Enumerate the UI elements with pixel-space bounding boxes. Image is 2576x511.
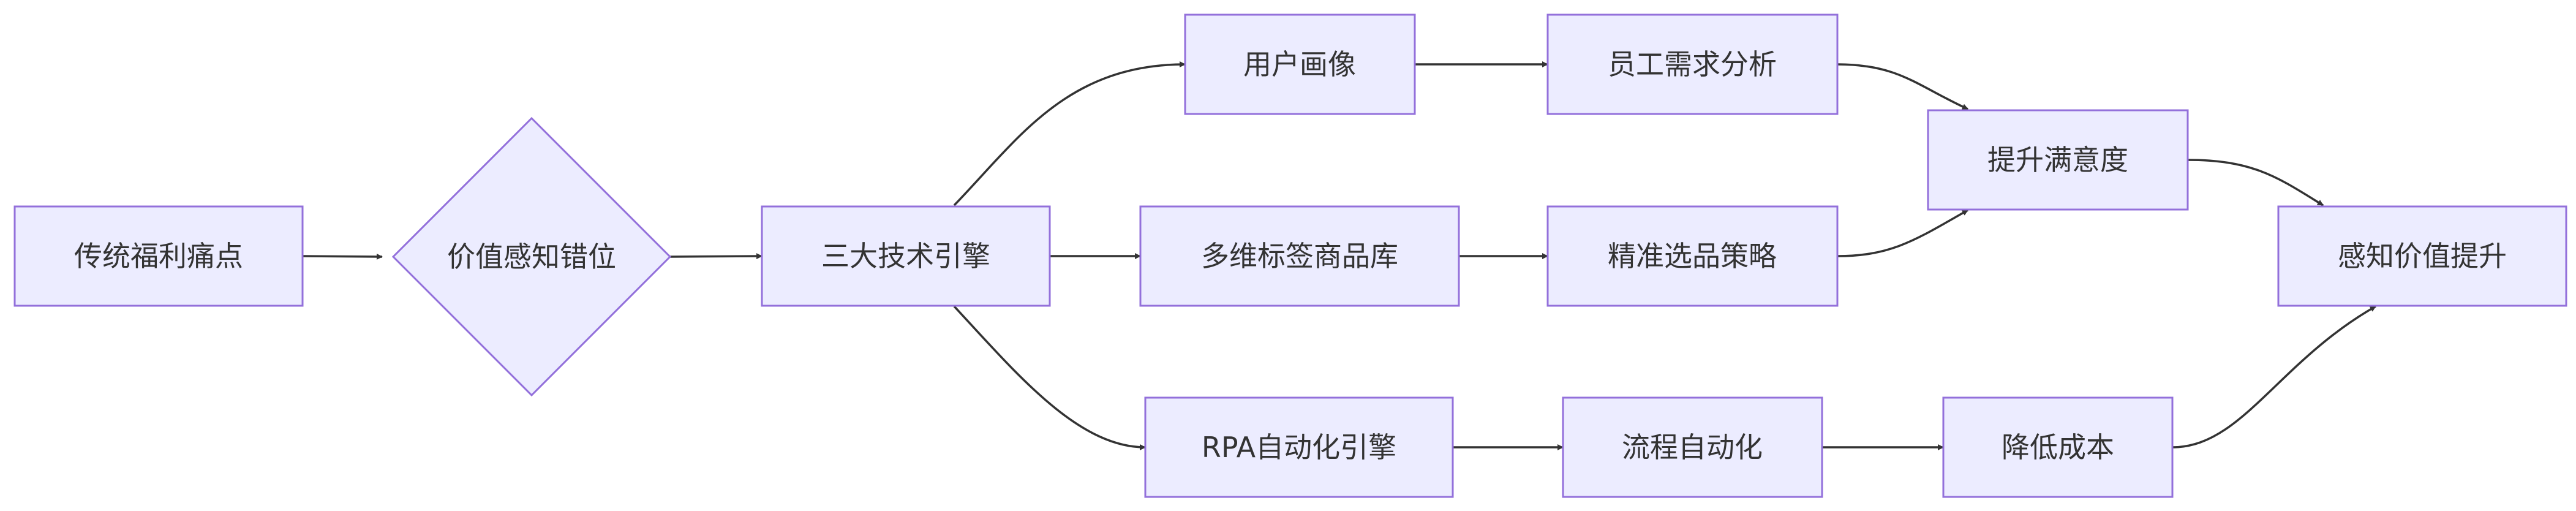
node-precise-selection-label: 精准选品策略: [1608, 240, 1777, 273]
edge-value-misalignment-to-three-engines: [669, 253, 763, 260]
node-rpa-engine[interactable]: RPA自动化引擎: [1144, 396, 1454, 498]
edge-cost-down-to-perceived-value-up: [2172, 305, 2376, 449]
node-satisfaction-up[interactable]: 提升满意度: [1927, 109, 2189, 211]
node-precise-selection[interactable]: 精准选品策略: [1546, 205, 1839, 307]
edge-needs-analysis-to-satisfaction-up: [1837, 63, 1968, 110]
node-pain-points[interactable]: 传统福利痛点: [13, 205, 304, 307]
edge-pain-points-to-value-misalignment: [302, 253, 383, 260]
node-three-engines-label: 三大技术引擎: [821, 240, 990, 273]
node-rpa-engine-box: [1144, 396, 1454, 498]
node-three-engines[interactable]: 三大技术引擎: [761, 205, 1051, 307]
node-three-engines-box: [761, 205, 1051, 307]
node-value-misalignment-diamond: [391, 116, 672, 397]
node-tag-catalog-box: [1139, 205, 1460, 307]
node-value-misalignment-label: 价值感知错位: [447, 240, 616, 273]
node-tag-catalog-label: 多维标签商品库: [1201, 240, 1398, 273]
edge-precise-selection-to-satisfaction-up: [1837, 209, 1968, 257]
node-needs-analysis-box: [1546, 13, 1839, 115]
node-perceived-value-up-label: 感知价值提升: [2338, 240, 2507, 273]
node-user-profile-label: 用户画像: [1243, 48, 1356, 81]
edge-satisfaction-up-to-perceived-value-up: [2187, 159, 2324, 206]
node-satisfaction-up-box: [1927, 109, 2189, 211]
node-needs-analysis-label: 员工需求分析: [1608, 48, 1777, 81]
node-cost-down[interactable]: 降低成本: [1942, 396, 2174, 498]
node-perceived-value-up[interactable]: 感知价值提升: [2277, 205, 2567, 307]
node-process-automation-label: 流程自动化: [1622, 431, 1763, 464]
edge-three-engines-to-user-profile: [953, 61, 1186, 206]
node-value-misalignment[interactable]: 价值感知错位: [391, 116, 672, 397]
node-user-profile[interactable]: 用户画像: [1184, 13, 1416, 115]
node-tag-catalog[interactable]: 多维标签商品库: [1139, 205, 1460, 307]
node-user-profile-box: [1184, 13, 1416, 115]
node-process-automation-box: [1562, 396, 1823, 498]
node-precise-selection-box: [1546, 205, 1839, 307]
node-pain-points-label: 传统福利痛点: [74, 240, 243, 273]
node-satisfaction-up-label: 提升满意度: [1987, 143, 2128, 176]
node-pain-points-box: [13, 205, 304, 307]
node-rpa-engine-label: RPA自动化引擎: [1202, 431, 1396, 464]
node-perceived-value-up-box: [2277, 205, 2567, 307]
edges: [302, 61, 2376, 450]
edge-three-engines-to-rpa-engine: [953, 305, 1146, 450]
node-process-automation[interactable]: 流程自动化: [1562, 396, 1823, 498]
node-cost-down-box: [1942, 396, 2174, 498]
node-needs-analysis[interactable]: 员工需求分析: [1546, 13, 1839, 115]
node-cost-down-label: 降低成本: [2002, 431, 2114, 464]
